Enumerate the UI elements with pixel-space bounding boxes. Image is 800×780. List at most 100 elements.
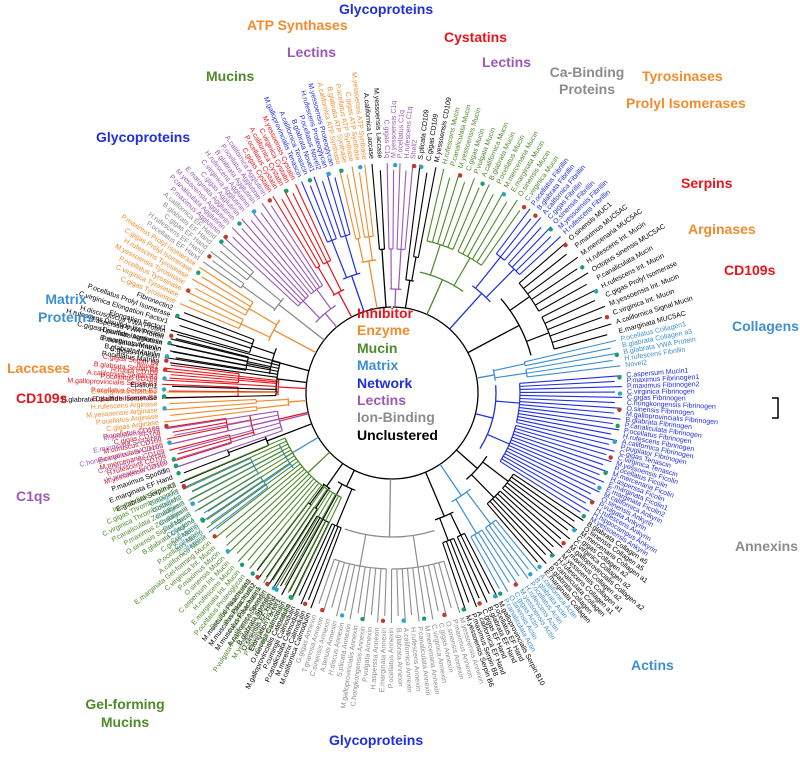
leaf-branch — [387, 163, 389, 249]
subclade-stem — [369, 237, 373, 261]
subclade-stem — [487, 434, 509, 444]
leaf-marker-dot — [213, 534, 217, 538]
leaf-branch — [401, 170, 406, 249]
subclade-stem — [256, 399, 288, 401]
clade-arc — [452, 489, 471, 502]
clade-arc — [333, 290, 344, 296]
subclade-stem — [316, 488, 329, 508]
leaf-marker-dot — [201, 518, 205, 522]
clade-stem — [338, 292, 351, 317]
leaf-marker-dot — [393, 163, 397, 167]
subclade-stem — [249, 309, 277, 325]
leaf-branch — [162, 396, 276, 398]
leaf-marker-dot — [272, 586, 276, 590]
leaf-marker-dot — [605, 315, 609, 319]
leaf-marker-dot — [167, 341, 171, 345]
leaf-marker-dot — [284, 189, 288, 193]
subclade-stem — [467, 492, 491, 524]
leaf-branch — [520, 395, 622, 397]
leaf-marker-dot — [563, 243, 567, 247]
leaf-marker-dot — [226, 549, 230, 553]
subclade-stem — [383, 217, 385, 249]
label-ca-binding: Ca-Binding Proteins — [542, 64, 632, 98]
clade-arc — [278, 379, 279, 396]
label-actins: Actins — [631, 658, 674, 672]
label-prolyl-isomerases: Prolyl Isomerases — [626, 96, 746, 110]
leaf-marker-dot — [165, 354, 169, 358]
clade-stem — [382, 249, 386, 307]
leaf-branch — [365, 165, 374, 236]
leaf-marker-dot — [174, 464, 178, 468]
subclade-stem — [252, 346, 275, 354]
leaf-branch — [272, 516, 317, 589]
leaf-branch — [498, 494, 554, 547]
leaf-branch — [273, 196, 317, 268]
leaf-marker-dot — [422, 617, 426, 621]
legend-mucin: Mucin — [357, 340, 438, 357]
leaf-marker-dot — [172, 457, 176, 461]
leaf-branch — [434, 564, 447, 616]
leaf-marker-dot — [502, 192, 506, 196]
leaf-marker-dot — [240, 563, 244, 567]
leaf-branch — [199, 267, 253, 302]
clade-stem — [477, 375, 495, 378]
leaf-branch — [184, 313, 254, 340]
label-glycoproteins-top: Glycoproteins — [339, 2, 433, 16]
subclade-stem — [399, 249, 402, 289]
clade-stem — [278, 387, 306, 388]
leaf-marker-dot — [176, 471, 180, 475]
legend-network: Network — [357, 375, 438, 392]
subclade-arc — [239, 319, 243, 328]
label-laccases: Laccases — [7, 361, 70, 375]
legend-unclustered: Unclustered — [357, 427, 438, 444]
label-annexins: Annexins — [735, 539, 798, 553]
leaf-marker-dot — [167, 441, 171, 445]
subclade-stem — [257, 405, 289, 409]
leaf-marker-dot — [533, 214, 537, 218]
label-cd109s-right: CD109s — [724, 263, 775, 277]
leaf-marker-dot — [477, 601, 481, 605]
leaf-branch — [513, 474, 583, 521]
leaf-label: P.ocellatus Annexin — [388, 628, 395, 688]
leaf-branch — [414, 173, 427, 257]
label-tyrosinases: Tyrosinases — [642, 69, 723, 83]
leaf-marker-dot — [594, 289, 598, 293]
clade-stem — [440, 464, 461, 496]
subclade-stem — [413, 535, 418, 567]
leaf-branch — [203, 262, 241, 288]
leaf-branch — [380, 170, 382, 217]
leaf-marker-dot — [164, 424, 168, 428]
gel-group-stem — [308, 452, 330, 473]
subclade-stem — [526, 333, 548, 342]
leaf-marker-dot — [615, 424, 619, 428]
leaf-branch — [550, 317, 602, 336]
leaf-branch — [165, 418, 226, 427]
leaf-marker-dot — [615, 353, 619, 357]
leaf-marker-dot — [580, 265, 584, 269]
leaf-label: E.marginata Laccase — [91, 389, 157, 396]
leaf-marker-dot — [549, 227, 553, 231]
leaf-marker-dot — [561, 541, 565, 545]
subclade-stem — [345, 236, 356, 274]
leaf-branch — [202, 277, 251, 307]
subclade-stem — [241, 324, 270, 337]
leaf-marker-dot — [162, 406, 166, 410]
leaf-branch — [186, 291, 243, 319]
clade-arc — [406, 280, 414, 281]
leaf-branch — [512, 437, 608, 472]
subclade-stem — [486, 269, 514, 297]
leaf-branch — [371, 568, 375, 615]
leaf-marker-dot — [162, 387, 166, 391]
leaf-marker-dot — [207, 254, 211, 258]
label-cd109s-left: CD109s — [16, 391, 67, 405]
subclade-stem — [332, 240, 347, 277]
subclade-stem — [317, 289, 331, 308]
leaf-label: C.gigas C1q — [382, 119, 390, 158]
leaf-marker-dot — [190, 501, 194, 505]
leaf-marker-dot — [303, 602, 307, 606]
label-lectins-top-left: Lectins — [287, 45, 336, 59]
leaf-marker-dot — [608, 455, 612, 459]
label-arginases: Arginases — [688, 222, 756, 236]
subclade-stem — [496, 401, 520, 403]
clade-stem — [475, 414, 492, 418]
